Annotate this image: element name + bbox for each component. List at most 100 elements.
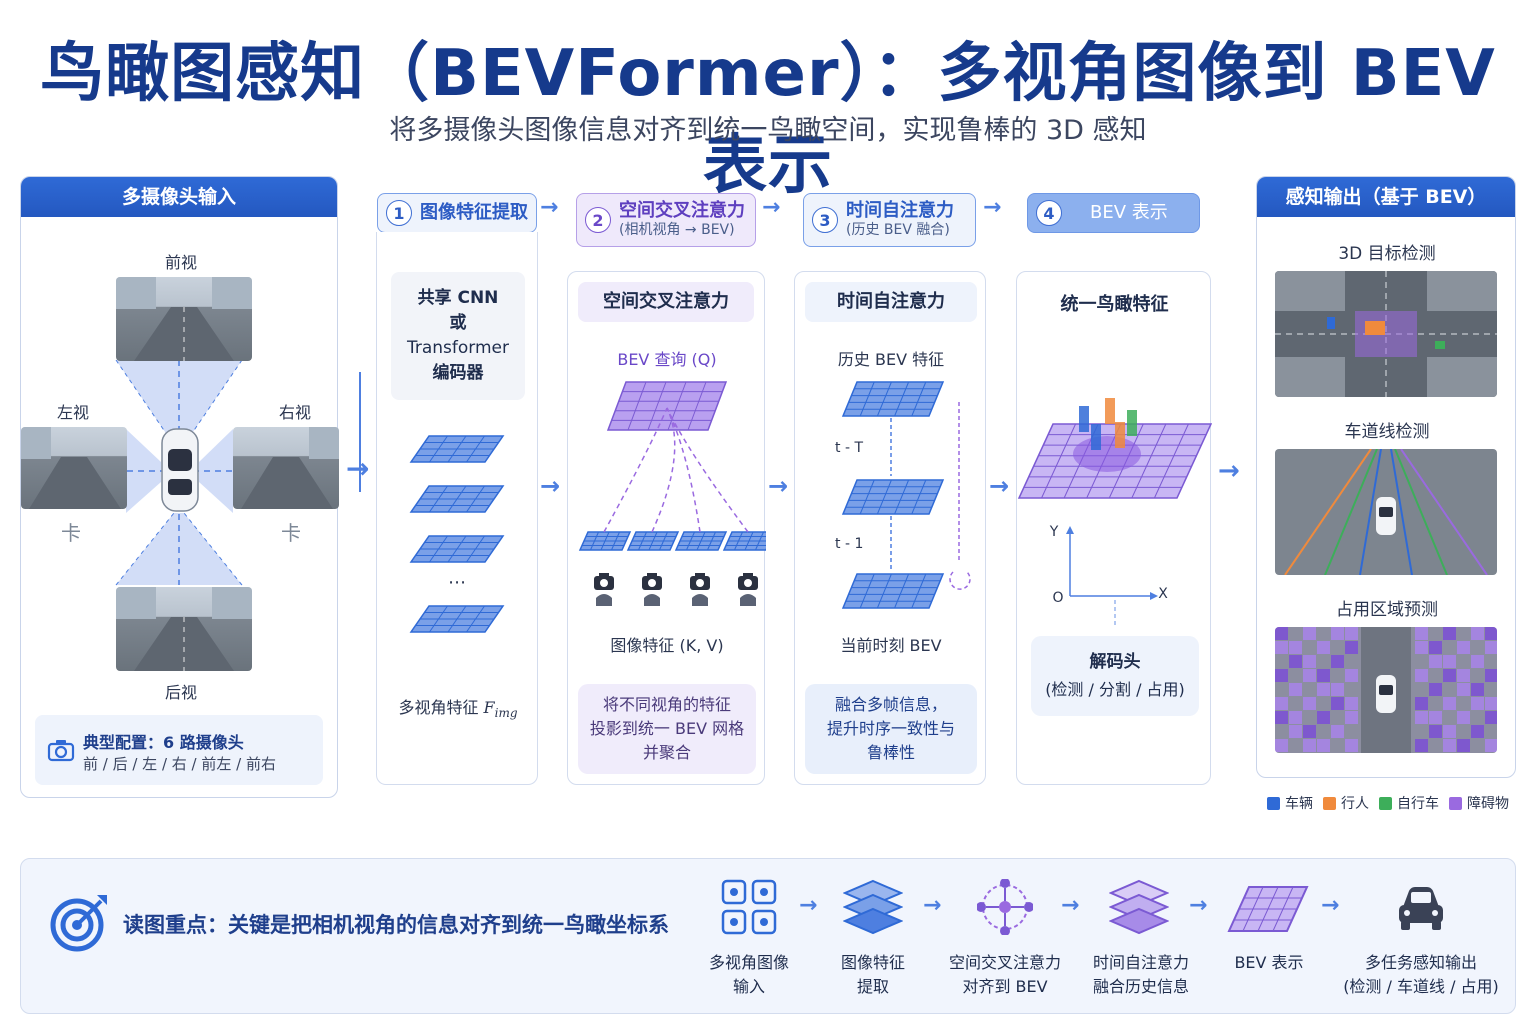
temporal-stack-diagram (841, 381, 971, 609)
bottom-item-input: 多视角图像 输入 (689, 951, 809, 999)
occupied-cell (1485, 739, 1497, 752)
feature-grid (409, 535, 505, 563)
col2-note-line-2: 投影到统一 BEV 网格 (589, 719, 745, 738)
legend-label: 自行车 (1397, 796, 1439, 812)
occupied-cell (1303, 655, 1316, 668)
occupied-cell (1471, 725, 1484, 738)
multi-view-input-icon (721, 879, 777, 935)
occupied-cell (1275, 641, 1288, 654)
left-mark: 卡 (61, 521, 81, 545)
arrow-right-icon: → (923, 893, 942, 918)
attention-link (603, 407, 668, 533)
encoder-line-1: 共享 CNN (417, 288, 499, 308)
occupied-cell (1317, 669, 1330, 682)
legend-swatch (1449, 796, 1462, 810)
spatial-cross-attention-column: 空间交叉注意力 BEV 查询 (Q) 图像特征 (K, V) 将不同视角的特征 … (567, 271, 766, 785)
feature-grid (409, 435, 505, 463)
bottom-item-output-l2: (检测 / 车道线 / 占用) (1343, 977, 1499, 996)
temporal-bev-grid (841, 381, 945, 417)
temporal-self-attention-column: 时间自注意力 历史 BEV 特征 t - T t - 1 当前时刻 BEV 融合… (794, 271, 986, 785)
legend-item: 自行车 (1379, 793, 1439, 813)
step-2-title: 空间交叉注意力 (619, 200, 745, 221)
image-feature-grid (578, 531, 632, 551)
axis-x-label: X (1158, 586, 1168, 602)
image-feature-grid (722, 531, 766, 551)
feature-grid (409, 605, 505, 633)
occupied-cell (1331, 697, 1344, 710)
encoder-line-4: 编码器 (432, 363, 484, 383)
page-subtitle: 将多摄像头图像信息对齐到统一鸟瞰空间，实现鲁棒的 3D 感知 (389, 115, 1147, 146)
legend-label: 行人 (1341, 796, 1369, 812)
col3-note-line-1: 融合多帧信息， (834, 695, 947, 714)
occupied-cell (1443, 725, 1456, 738)
legend-label: 障碍物 (1467, 796, 1509, 812)
page-title: 鸟瞰图感知（BEVFormer）：多视角图像到 BEV 表示 (40, 37, 1496, 203)
step-4-number: 4 (1036, 200, 1062, 226)
occupied-cell (1345, 669, 1358, 682)
axis-y-label: Y (1049, 524, 1059, 540)
step-4-header: 4 BEV 表示 (1027, 193, 1200, 233)
arrow-right-icon: → (799, 893, 818, 918)
occupied-cell (1289, 655, 1302, 668)
occupied-cell (1429, 711, 1442, 724)
occupied-cell (1471, 655, 1484, 668)
occupied-cell (1415, 669, 1428, 682)
occupied-cell (1443, 655, 1456, 668)
occupied-cell (1485, 711, 1497, 724)
col2-title: 空间交叉注意力 (578, 282, 754, 322)
occupied-cell (1345, 641, 1358, 654)
step-3-header: 3 时间自注意力(历史 BEV 融合) (803, 193, 976, 247)
bev-grid-icon (1227, 886, 1309, 932)
legend-item: 行人 (1323, 793, 1369, 813)
cross-attention-icon (977, 879, 1033, 935)
key-summary-panel: 读图重点：关键是把相机视角的信息对齐到统一鸟瞰坐标系 → → → (20, 858, 1516, 1014)
config-detail: 前 / 后 / 左 / 右 / 前左 / 前右 (83, 755, 276, 773)
col3-note-line-2: 提升时序一致性与 (826, 719, 955, 738)
front-view-label: 前视 (164, 253, 197, 272)
encoder-line-2: 或 (449, 313, 467, 333)
axis-origin-label: O (1052, 590, 1064, 606)
unified-bev-grid (1017, 398, 1212, 499)
decoder-head-box: 解码头 (检测 / 分割 / 占用) (1031, 636, 1199, 716)
bottom-item-temporal: 时间自注意力 融合历史信息 (1071, 951, 1211, 999)
feature-grid-stack (409, 435, 505, 633)
occupied-cell (1457, 711, 1470, 724)
occupied-cell (1429, 725, 1442, 738)
occupied-cell (1289, 683, 1302, 696)
occupied-cell (1429, 683, 1442, 696)
temporal-bev-grid (841, 479, 945, 515)
camera-layout-diagram (61, 359, 297, 586)
occupied-cell (1443, 627, 1456, 640)
bottom-item-temporal-l1: 时间自注意力 (1092, 953, 1189, 972)
col2-note-line-3: 并聚合 (642, 743, 691, 762)
arrow-right-icon: → (1061, 893, 1080, 918)
front-camera-image (116, 277, 252, 361)
left-camera-image (21, 427, 127, 509)
lane-label: 车道线检测 (1344, 422, 1430, 442)
arrow-right-icon: → (346, 452, 370, 485)
occupied-cell (1275, 739, 1288, 752)
front-fov (116, 360, 242, 445)
legend: 车辆行人自行车障碍物 (1267, 793, 1519, 813)
image-feature-label: 图像特征 (K, V) (610, 636, 724, 655)
occupied-cell (1485, 641, 1497, 654)
step-3-subtitle: (历史 BEV 融合) (846, 222, 950, 238)
decoder-line-1: 解码头 (1089, 652, 1141, 672)
occupied-cell (1275, 627, 1288, 640)
current-bev-label: 当前时刻 BEV (840, 636, 942, 655)
occupied-cell (1275, 711, 1288, 724)
occupied-cell (1429, 641, 1442, 654)
bottom-item-bev-l1: BEV 表示 (1234, 953, 1304, 972)
right-mark: 卡 (281, 521, 301, 545)
legend-item: 障碍物 (1449, 793, 1509, 813)
occupied-cell (1345, 627, 1358, 640)
config-box: 典型配置：6 路摄像头 前 / 后 / 左 / 右 / 前左 / 前右 (35, 715, 323, 785)
occupied-cell (1457, 669, 1470, 682)
output-panel-title: 感知输出（基于 BEV） (1257, 177, 1515, 217)
t-minus-1-label: t - 1 (835, 536, 864, 552)
bottom-item-input-l1: 多视角图像 (708, 953, 789, 972)
camera-icon (690, 573, 710, 606)
occupied-cell (1303, 669, 1316, 682)
step-1-title: 图像特征提取 (420, 202, 528, 223)
occupied-cell (1443, 697, 1456, 710)
